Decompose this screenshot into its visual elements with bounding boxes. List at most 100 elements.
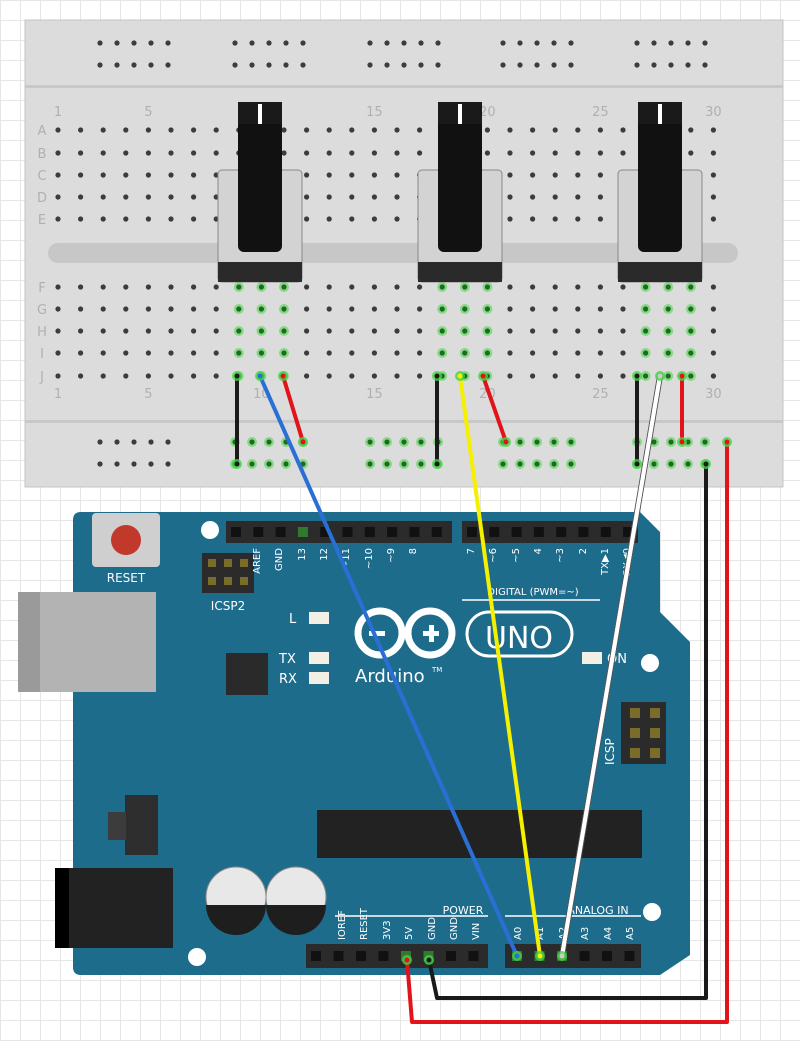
power-header xyxy=(306,944,488,968)
rail-hole xyxy=(534,62,540,68)
digital-pin-label: ~6 xyxy=(488,548,499,563)
breadboard-hole xyxy=(620,328,626,334)
icsp-pin xyxy=(630,728,640,738)
rail-hole xyxy=(114,439,120,445)
rail-hole xyxy=(232,40,238,46)
icsp2-pin xyxy=(224,577,232,585)
breadboard-hole xyxy=(78,172,84,178)
breadboard-hole xyxy=(123,194,129,200)
dc-jack xyxy=(55,868,173,948)
breadboard-hole xyxy=(326,172,332,178)
header-pin xyxy=(468,951,479,961)
rail-hole xyxy=(634,62,640,68)
breadboard-hole xyxy=(349,150,355,156)
breadboard-hole xyxy=(688,350,694,356)
icsp2-pins xyxy=(208,559,248,585)
breadboard-hole xyxy=(123,306,129,312)
wire-end xyxy=(300,439,306,445)
breadboard-hole xyxy=(123,172,129,178)
breadboard-hole xyxy=(371,284,377,290)
breadboard-hole xyxy=(665,350,671,356)
header-pin xyxy=(342,527,353,537)
wire-end xyxy=(634,461,640,467)
breadboard-hole xyxy=(349,284,355,290)
rail-hole xyxy=(97,461,103,467)
analog-pin-label: A3 xyxy=(580,927,591,940)
wire-end xyxy=(679,373,685,379)
wire-end xyxy=(514,953,520,959)
rail-hole xyxy=(401,62,407,68)
header-pin xyxy=(431,527,442,537)
rail-hole xyxy=(651,439,657,445)
breadboard-hole xyxy=(304,373,310,379)
led-rx xyxy=(309,672,329,684)
rail-hole xyxy=(384,40,390,46)
wire-end xyxy=(457,373,463,379)
breadboard-hole xyxy=(371,150,377,156)
digital-pin-label: ~9 xyxy=(386,548,397,563)
rail-hole xyxy=(551,40,557,46)
breadboard-hole xyxy=(78,373,84,379)
breadboard-hole xyxy=(326,150,332,156)
breadboard-hole xyxy=(710,127,717,133)
breadboard-hole xyxy=(78,350,84,356)
pot-base xyxy=(418,262,502,282)
pot-knob[interactable] xyxy=(638,112,682,252)
breadboard-hole xyxy=(394,127,400,133)
breadboard-hole xyxy=(643,373,649,379)
rail-hole xyxy=(651,40,657,46)
breadboard-hole xyxy=(281,150,287,156)
column-number-label: 25 xyxy=(592,387,609,402)
pot-knob[interactable] xyxy=(438,112,482,252)
breadboard-hole xyxy=(123,328,129,334)
wire-5v-main xyxy=(405,440,729,1024)
breadboard-hole xyxy=(665,328,671,334)
breadboard-hole xyxy=(78,328,84,334)
breadboard-hole xyxy=(575,284,581,290)
breadboard-hole xyxy=(326,127,332,133)
breadboard-hole xyxy=(597,172,604,178)
wire-end xyxy=(537,953,543,959)
led-rx-label: RX xyxy=(279,672,297,687)
breadboard-hole xyxy=(55,373,61,379)
header-pin xyxy=(533,527,544,537)
breadboard-hole xyxy=(394,172,400,178)
breadboard-hole xyxy=(643,284,649,290)
wire-end xyxy=(703,461,709,467)
breadboard-hole xyxy=(552,350,558,356)
pot-knob[interactable] xyxy=(238,112,282,252)
rail-hole xyxy=(517,40,523,46)
icsp2-pin xyxy=(224,559,232,567)
breadboard-hole xyxy=(462,350,468,356)
breadboard-hole xyxy=(552,328,558,334)
breadboard-hole xyxy=(688,150,694,156)
rail-hole xyxy=(534,40,540,46)
breadboard-hole xyxy=(100,194,106,200)
breadboard-hole xyxy=(620,373,626,379)
breadboard-hole xyxy=(100,216,106,222)
breadboard-hole xyxy=(575,127,581,133)
breadboard-hole xyxy=(236,306,242,312)
rail-hole xyxy=(634,40,640,46)
rail-hole xyxy=(435,62,441,68)
row-letter-label: G xyxy=(37,303,47,318)
breadboard-hole xyxy=(484,328,490,334)
breadboard-hole xyxy=(191,216,197,222)
breadboard-hole xyxy=(191,306,197,312)
breadboard-hole xyxy=(575,373,581,379)
header-pin xyxy=(511,527,522,537)
rail-hole xyxy=(702,439,708,445)
wire-end xyxy=(280,373,286,379)
breadboard-hole xyxy=(462,306,468,312)
arduino-pcb xyxy=(73,512,690,975)
breadboard-hole xyxy=(417,328,423,334)
breadboard-hole xyxy=(55,127,61,133)
reset-button[interactable] xyxy=(111,525,141,555)
wire-end xyxy=(434,461,440,467)
header-pin xyxy=(579,951,590,961)
header-pin xyxy=(231,527,241,537)
breadboard-hole xyxy=(304,284,310,290)
breadboard-rail-divider-bottom xyxy=(25,420,783,423)
wire-end xyxy=(634,373,640,379)
power-pin-label: RESET xyxy=(359,907,370,940)
